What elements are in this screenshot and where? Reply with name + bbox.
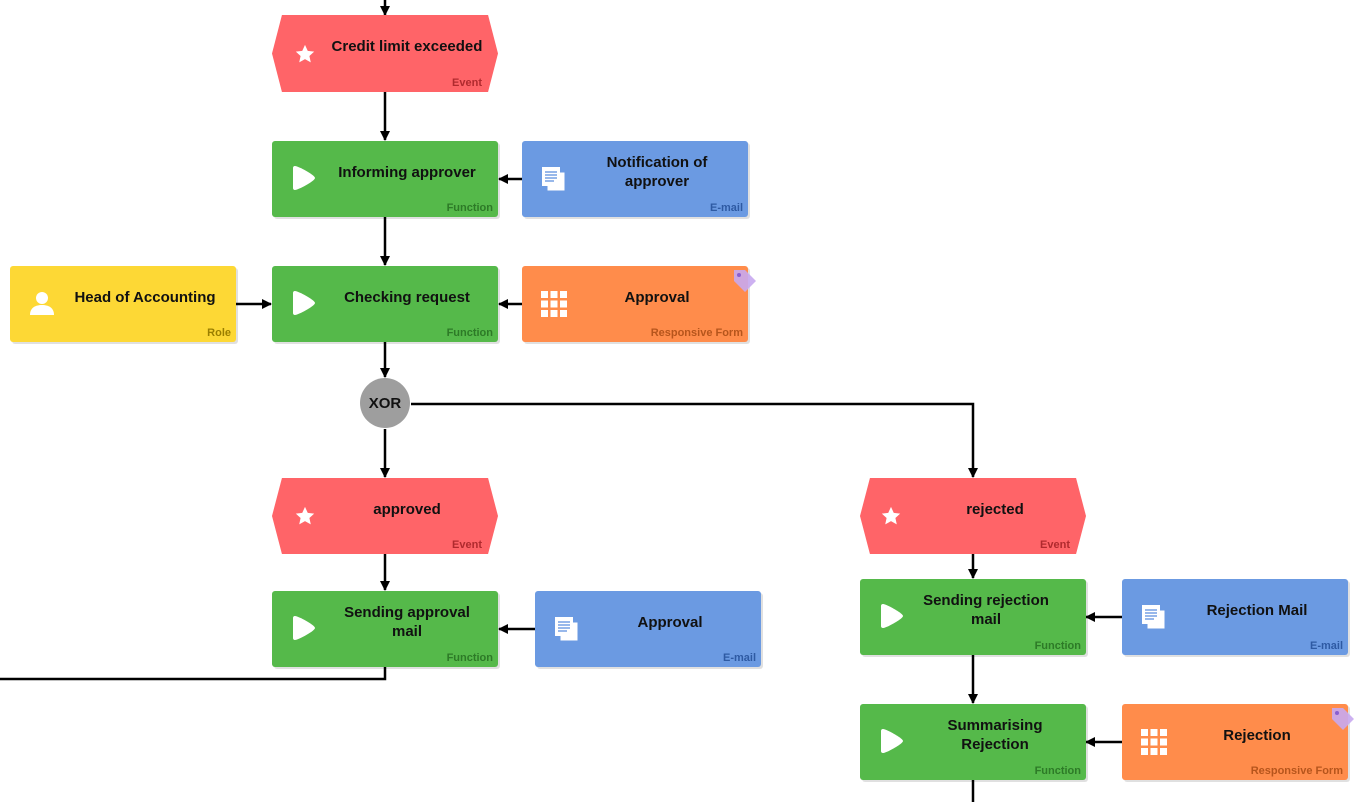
email-notification-of-approver[interactable]: Notification of approver E-mail <box>522 141 748 217</box>
person-icon <box>30 292 54 315</box>
node-type: E-mail <box>1309 640 1343 652</box>
grid-icon <box>1141 729 1167 755</box>
node-label: Informing approver <box>338 163 476 181</box>
node-type: Function <box>1034 765 1081 777</box>
node-label: Approval <box>637 613 703 631</box>
event-approved[interactable]: approved Event <box>272 478 498 554</box>
function-summarising-rejection[interactable]: Summarising Rejection Function <box>860 704 1086 780</box>
event-credit-limit-exceeded[interactable]: Credit limit exceeded Event <box>272 15 498 92</box>
node-type: Role <box>207 327 231 339</box>
tag-icon <box>1332 708 1354 730</box>
node-label: Rejection <box>1223 726 1291 744</box>
play-icon <box>881 729 903 753</box>
document-icon <box>542 167 566 192</box>
play-icon <box>293 616 315 640</box>
form-rejection[interactable]: Rejection Responsive Form <box>1122 704 1354 780</box>
node-label: Sending rejection mail <box>923 592 1049 628</box>
document-icon <box>555 617 579 642</box>
node-type: Function <box>446 327 493 339</box>
tag-icon <box>734 270 756 292</box>
play-icon <box>293 166 315 190</box>
node-type: E-mail <box>722 652 756 664</box>
star-icon <box>295 506 315 525</box>
xor-gateway[interactable]: XOR <box>360 378 410 428</box>
star-icon <box>881 506 901 525</box>
node-label: Credit limit exceeded <box>331 38 483 55</box>
edge-sending-approval-out <box>0 667 387 681</box>
node-label: approved <box>373 500 441 518</box>
event-rejected[interactable]: rejected Event <box>860 478 1086 554</box>
email-rejection-mail[interactable]: Rejection Mail E-mail <box>1122 579 1348 655</box>
node-type: Event <box>1040 539 1070 551</box>
play-icon <box>881 604 903 628</box>
node-type: Responsive Form <box>650 327 743 339</box>
node-type: Event <box>452 539 482 551</box>
function-sending-approval-mail[interactable]: Sending approval mail Function <box>272 591 498 667</box>
form-approval[interactable]: Approval Responsive Form <box>522 266 756 342</box>
document-icon <box>1142 605 1166 630</box>
node-label: rejected <box>966 500 1024 518</box>
star-icon <box>295 44 315 63</box>
node-type: Function <box>446 652 493 664</box>
function-sending-rejection-mail[interactable]: Sending rejection mail Function <box>860 579 1086 655</box>
node-type: E-mail <box>709 202 743 214</box>
grid-icon <box>541 291 567 317</box>
function-checking-request[interactable]: Checking request Function <box>272 266 498 342</box>
node-label: Rejection Mail <box>1206 601 1308 619</box>
node-type: Function <box>1034 640 1081 652</box>
node-label: Head of Accounting <box>74 288 216 306</box>
role-head-of-accounting[interactable]: Head of Accounting Role <box>10 266 236 342</box>
node-label: Notification of approver <box>606 154 708 190</box>
node-label: Sending approval mail <box>344 604 470 640</box>
node-type: Function <box>446 202 493 214</box>
node-label: Summarising Rejection <box>947 717 1043 753</box>
node-label: Checking request <box>344 288 470 306</box>
node-type: Event <box>452 77 482 89</box>
email-approval[interactable]: Approval E-mail <box>535 591 761 667</box>
play-icon <box>293 291 315 315</box>
node-type: Responsive Form <box>1250 765 1343 777</box>
node-label: Approval <box>624 288 690 306</box>
function-informing-approver[interactable]: Informing approver Function <box>272 141 498 217</box>
gateway-label: XOR <box>368 394 402 412</box>
edge-xor-to-rejected <box>411 402 978 478</box>
